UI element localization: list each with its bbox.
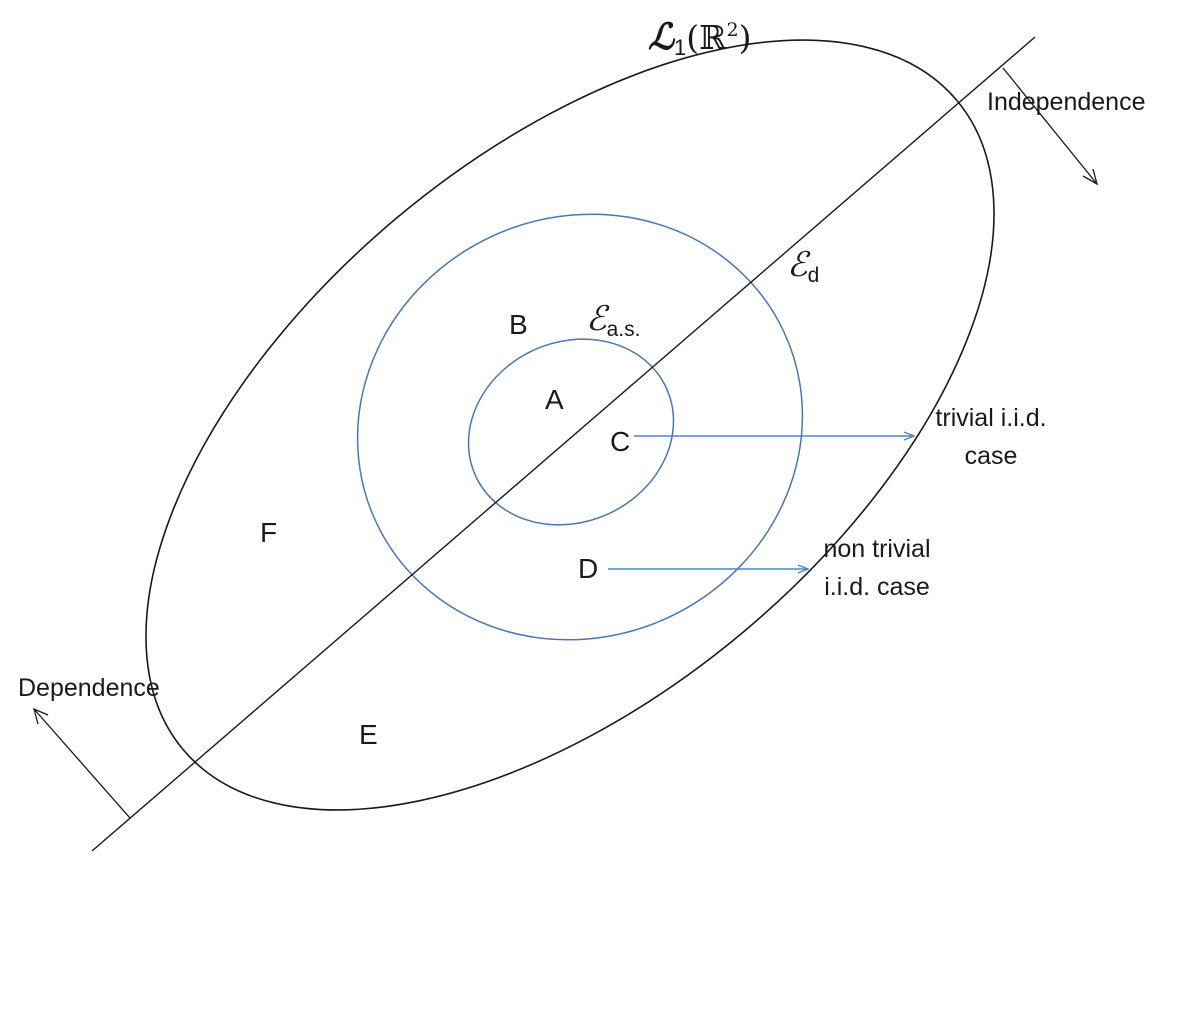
- distribution-set-symbol: ℰ: [787, 245, 811, 285]
- almost-sure-set-label: ℰa.s.: [586, 299, 640, 341]
- almost-sure-set-subscript: a.s.: [607, 318, 641, 341]
- dependence-arrow: [33, 707, 131, 819]
- region-label-c: C: [610, 426, 630, 457]
- distribution-set-subscript: d: [808, 264, 820, 287]
- region-label-e: E: [359, 719, 378, 750]
- title-space-symbol: ℝ: [699, 18, 727, 57]
- title-superscript: 2: [727, 19, 739, 41]
- almost-sure-set-symbol: ℰ: [586, 299, 610, 339]
- trivial-case-label-line1: trivial i.i.d.: [935, 404, 1046, 432]
- dependence-independence-axis: [91, 36, 1036, 852]
- trivial-case-label-line2: case: [965, 442, 1018, 470]
- distribution-set-label: ℰd: [787, 245, 819, 287]
- title-subscript: 1: [674, 35, 686, 60]
- title-script-letter: ℒ: [648, 16, 676, 58]
- independence-label: Independence: [987, 88, 1145, 116]
- nontrivial-case-label-line1: non trivial: [824, 535, 931, 563]
- outer-set-title: ℒ1(ℝ2): [648, 16, 751, 60]
- outer-set-ellipse: [145, 39, 995, 811]
- region-label-b: B: [509, 309, 528, 340]
- dependence-label: Dependence: [18, 674, 160, 702]
- nontrivial-case-label-line2: i.i.d. case: [824, 573, 930, 601]
- region-label-f: F: [260, 517, 277, 548]
- title-close-paren: ): [739, 18, 752, 57]
- almost-sure-set-ellipse: [467, 338, 675, 526]
- region-label-a: A: [545, 384, 564, 415]
- independence-arrow: [1002, 67, 1099, 186]
- title-open-paren: (: [686, 18, 699, 57]
- distribution-set-ellipse: [356, 213, 804, 641]
- region-label-d: D: [578, 553, 598, 584]
